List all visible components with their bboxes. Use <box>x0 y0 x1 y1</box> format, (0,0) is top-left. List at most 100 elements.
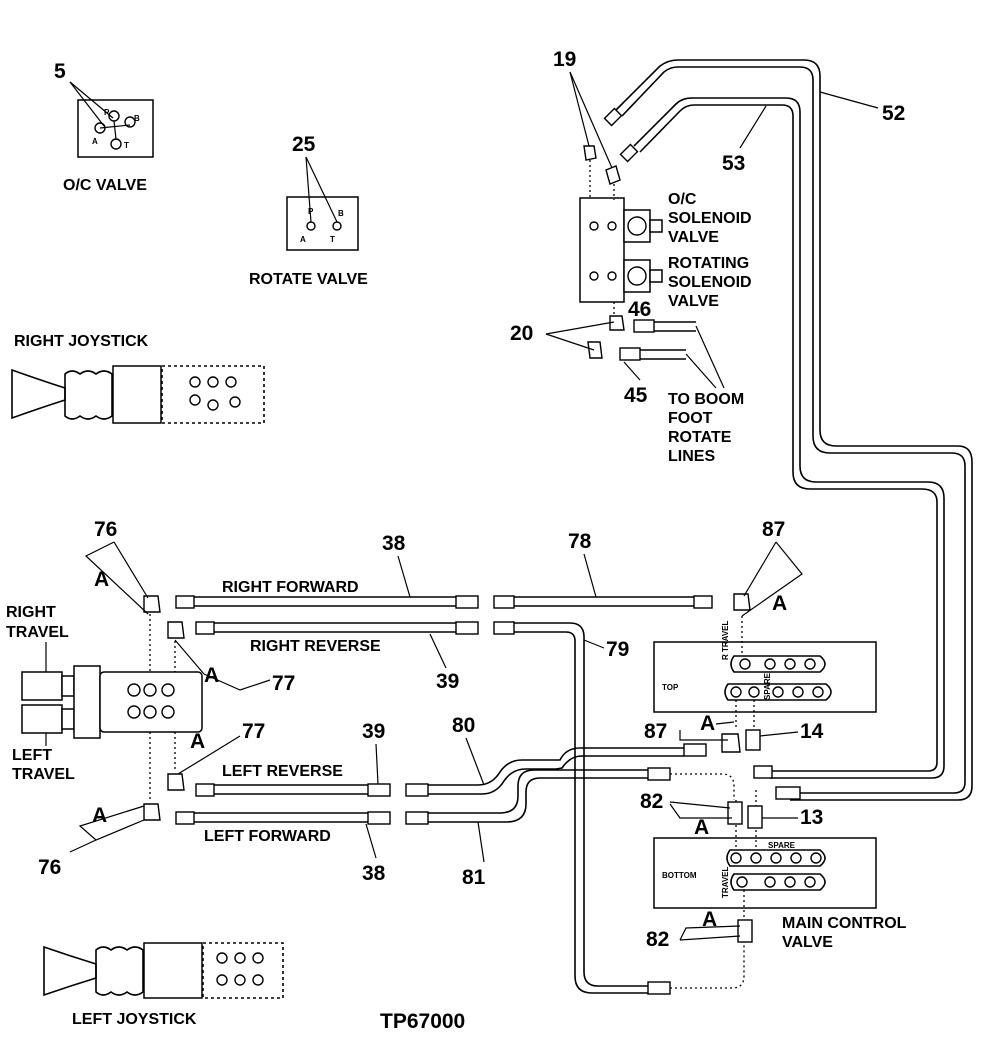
hose-38-left-forward <box>175 811 391 825</box>
svg-text:77: 77 <box>272 672 295 695</box>
callout-46: 46 <box>628 298 651 321</box>
svg-text:A: A <box>92 137 98 146</box>
fitting-14 <box>745 729 761 751</box>
svg-text:38: 38 <box>382 532 406 555</box>
svg-text:A: A <box>300 235 306 244</box>
hose-38-right-forward <box>175 595 479 609</box>
oc-solenoid-label: O/C SOLENOID VALVE <box>668 191 752 246</box>
left-forward-label: LEFT FORWARD <box>204 828 331 845</box>
svg-text:14: 14 <box>800 720 824 743</box>
fitting-19 <box>583 145 621 200</box>
fitting-87-bottom <box>721 733 741 753</box>
svg-text:LINES: LINES <box>668 448 715 465</box>
svg-text:5: 5 <box>54 60 66 83</box>
svg-text:SOLENOID: SOLENOID <box>668 274 752 291</box>
svg-text:20: 20 <box>510 322 533 345</box>
main-control-valve-top: TOP R TRAVEL SPARE <box>653 616 877 730</box>
svg-text:19: 19 <box>553 48 576 71</box>
svg-text:T: T <box>330 235 335 244</box>
svg-text:81: 81 <box>462 866 486 889</box>
svg-text:A: A <box>694 816 709 839</box>
boom-leader-b <box>685 353 717 389</box>
svg-text:TOP: TOP <box>662 683 679 692</box>
travel-pedal-assembly <box>21 614 203 800</box>
left-joystick-label: LEFT JOYSTICK <box>72 1011 197 1028</box>
svg-text:ROTATING: ROTATING <box>668 255 749 272</box>
svg-text:TRAVEL: TRAVEL <box>12 766 75 783</box>
svg-text:A: A <box>92 804 107 827</box>
svg-text:52: 52 <box>882 102 905 125</box>
figure-id: TP67000 <box>380 1010 465 1033</box>
left-reverse-label: LEFT REVERSE <box>222 763 343 780</box>
svg-text:A: A <box>94 568 109 591</box>
fitting-87-top <box>733 593 751 611</box>
svg-text:O/C: O/C <box>668 191 697 208</box>
boom-leader-a <box>695 325 725 389</box>
right-forward-label: RIGHT FORWARD <box>222 579 359 596</box>
svg-text:VALVE: VALVE <box>782 934 833 951</box>
hose-80 <box>405 743 707 797</box>
svg-text:53: 53 <box>722 152 745 175</box>
svg-text:82: 82 <box>640 790 663 813</box>
fitting-77-top <box>167 621 185 639</box>
hose-53 <box>619 97 945 779</box>
right-reverse-label: RIGHT REVERSE <box>250 638 381 655</box>
hose-39-left-reverse <box>195 783 391 797</box>
svg-text:78: 78 <box>568 530 592 553</box>
svg-text:13: 13 <box>800 806 823 829</box>
callout-77-bottom: A 77 <box>177 720 265 775</box>
svg-text:77: 77 <box>242 720 265 743</box>
svg-text:80: 80 <box>452 714 475 737</box>
svg-text:B: B <box>134 114 140 123</box>
svg-text:82: 82 <box>646 928 669 951</box>
hose-46 <box>633 319 696 333</box>
svg-text:R TRAVEL: R TRAVEL <box>721 620 730 660</box>
callout-14: 14 <box>759 720 824 743</box>
svg-text:VALVE: VALVE <box>668 293 719 310</box>
callout-87-bottom: 87 A <box>644 712 735 743</box>
svg-text:76: 76 <box>94 518 117 541</box>
svg-text:ROTATE: ROTATE <box>668 429 732 446</box>
svg-text:RIGHT: RIGHT <box>6 604 56 621</box>
callout-78: 78 <box>568 530 597 598</box>
fitting-13 <box>747 805 763 829</box>
callout-38-bottom: 38 <box>362 823 386 885</box>
rotating-solenoid-label: ROTATING SOLENOID VALVE <box>668 255 752 310</box>
solenoid-valve-block <box>579 197 663 303</box>
callout-5: 5 <box>54 60 114 127</box>
rotate-valve: P B A T <box>286 196 359 251</box>
svg-text:P: P <box>308 207 314 216</box>
svg-text:TRAVEL: TRAVEL <box>721 866 730 898</box>
hose-39-right-reverse <box>195 621 479 635</box>
svg-text:87: 87 <box>762 518 785 541</box>
svg-text:39: 39 <box>436 670 459 693</box>
svg-text:A: A <box>702 908 717 931</box>
fitting-82-bottom <box>737 919 753 943</box>
callout-82-bottom: 82 A <box>646 908 741 951</box>
fitting-82-top <box>727 801 743 825</box>
svg-text:SPARE: SPARE <box>768 841 796 850</box>
main-control-valve-label: MAIN CONTROL VALVE <box>782 915 907 951</box>
svg-text:87: 87 <box>644 720 667 743</box>
right-joystick <box>11 365 265 424</box>
svg-text:VALVE: VALVE <box>668 229 719 246</box>
hose-45 <box>619 347 686 361</box>
oc-valve: P B A T <box>77 99 154 158</box>
oc-valve-label: O/C VALVE <box>63 177 147 194</box>
svg-text:T: T <box>124 141 129 150</box>
callout-25: 25 <box>292 133 338 223</box>
callout-13: 13 <box>762 806 823 829</box>
hose-52 <box>603 59 973 801</box>
right-joystick-label: RIGHT JOYSTICK <box>14 333 149 350</box>
boom-lines-label: TO BOOM FOOT ROTATE LINES <box>668 391 744 465</box>
svg-text:A: A <box>190 730 205 753</box>
fitting-76-top <box>143 595 161 613</box>
callout-38-top: 38 <box>382 532 411 598</box>
svg-text:FOOT: FOOT <box>668 410 713 427</box>
callout-19: 19 <box>553 48 613 169</box>
callout-20: 20 <box>510 321 615 351</box>
callout-79: 79 <box>583 638 629 661</box>
callout-76-bottom: A 76 <box>38 804 145 879</box>
callout-52: 52 <box>819 91 905 125</box>
